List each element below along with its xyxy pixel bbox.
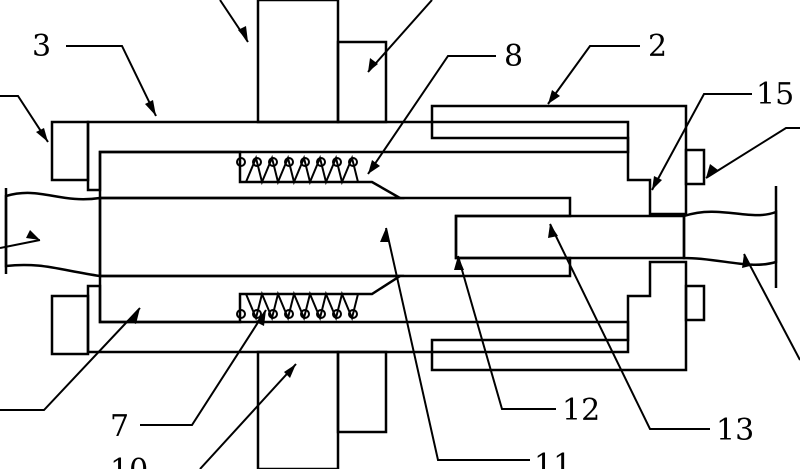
label-15: 15	[756, 77, 794, 112]
arrowheads	[26, 26, 750, 378]
right-cap	[430, 104, 706, 372]
label-11: 11	[534, 448, 572, 469]
left-end-cap	[50, 120, 90, 356]
lower-inner-bushing	[98, 274, 405, 324]
right-shaft	[682, 186, 778, 288]
mounting-plate-upper	[256, 0, 388, 124]
spring-lower	[236, 290, 359, 322]
label-8: 8	[504, 39, 523, 74]
outer-housing	[86, 120, 630, 354]
mounting-plate-lower	[256, 350, 388, 469]
label-12: 12	[562, 393, 600, 428]
inner-plug	[454, 214, 686, 260]
left-shaft	[4, 188, 102, 278]
piston-rod	[98, 196, 572, 278]
label-10: 10	[110, 453, 148, 469]
spring-upper	[236, 154, 359, 186]
label-3: 3	[32, 29, 51, 64]
label-13: 13	[716, 413, 754, 448]
label-2: 2	[648, 29, 667, 64]
label-7: 7	[110, 409, 129, 444]
